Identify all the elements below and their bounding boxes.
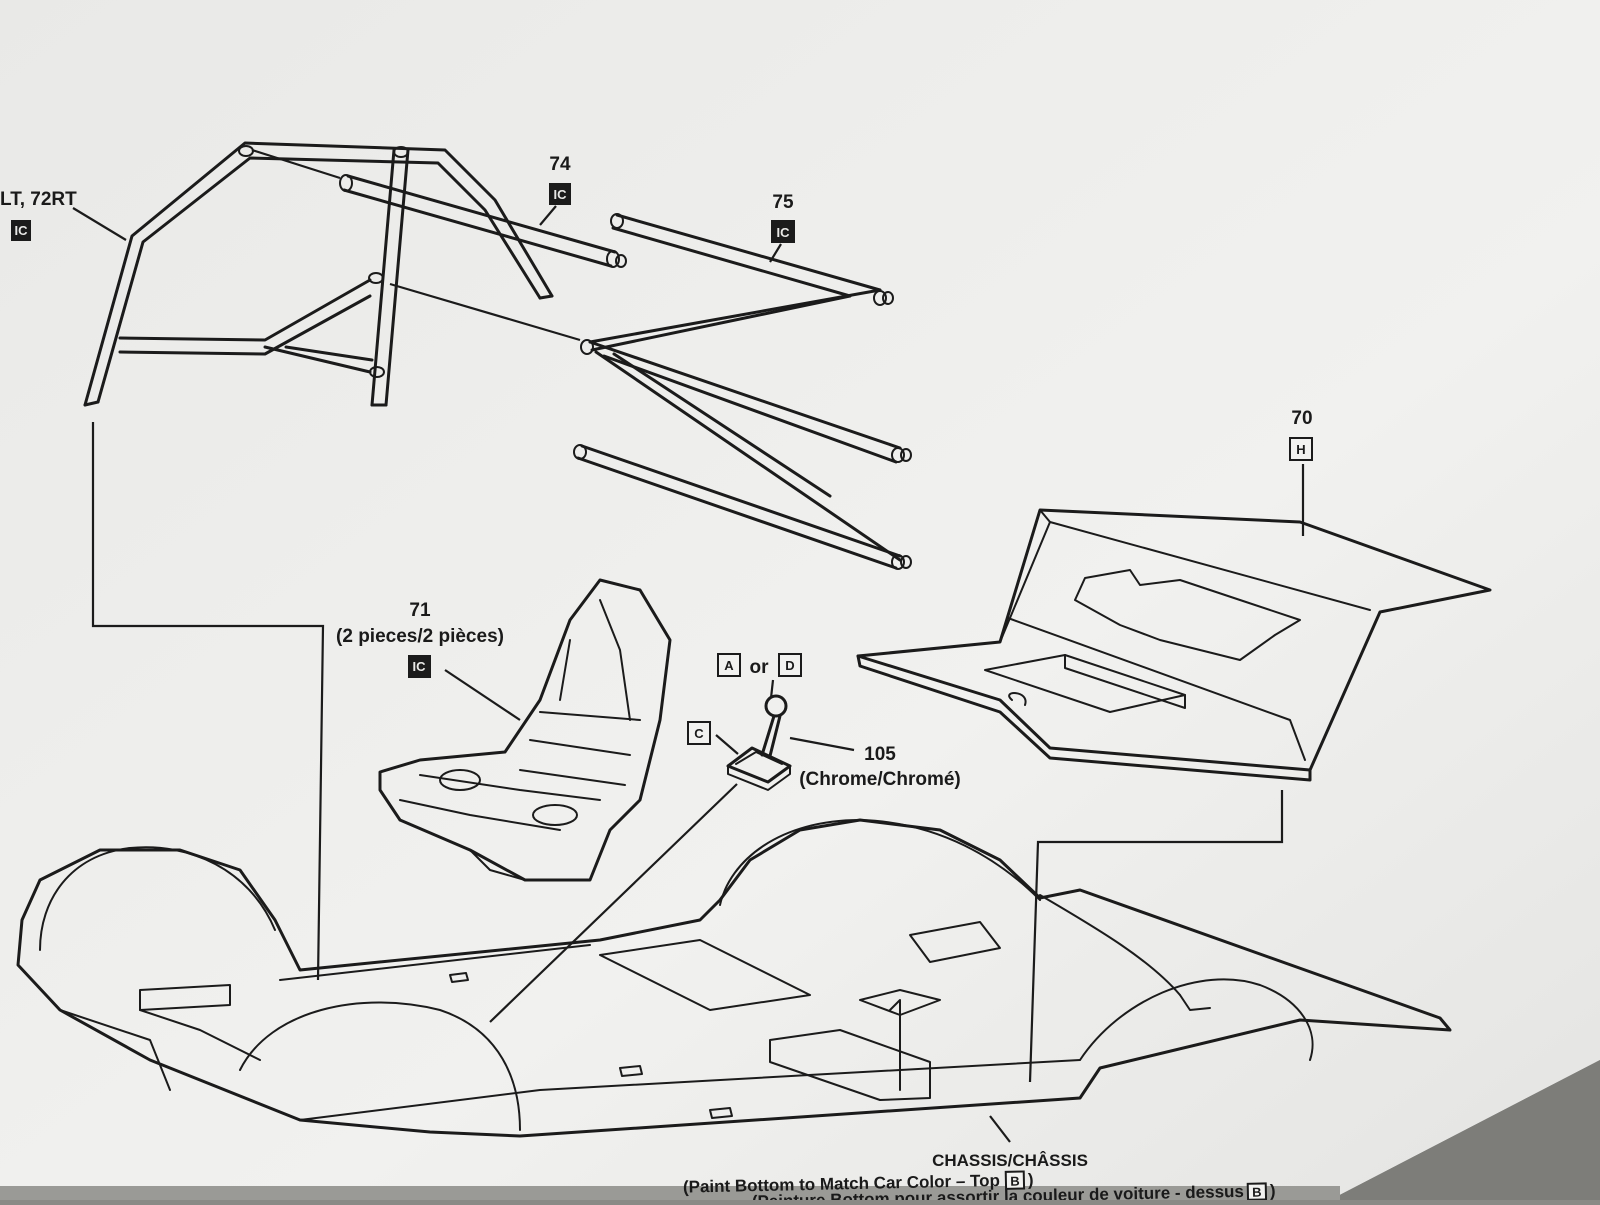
- part-70-badge: [1289, 437, 1313, 461]
- part-105-badge-d-text: D: [785, 658, 794, 673]
- shifter-part-105: [726, 694, 792, 791]
- chassis-title: CHASSIS/CHÂSSIS: [932, 1151, 1088, 1170]
- label-part-71: 71 (2 pieces/2 pièces) IC: [336, 600, 504, 678]
- part-71-badge: [408, 655, 431, 678]
- part-74-badge-text: IC: [554, 187, 568, 202]
- part-75-badge-text: IC: [777, 225, 791, 240]
- label-part-74: 74 IC: [549, 154, 571, 205]
- part-71-note: (2 pieces/2 pièces): [336, 626, 504, 647]
- chassis-part: [16, 818, 1452, 1138]
- part-105-badge-a: [717, 653, 741, 677]
- seat-part-71: [378, 578, 672, 882]
- label-part-75: 75 IC: [771, 192, 795, 243]
- chassis-note-line1-badge: [1004, 1170, 1026, 1190]
- brace-bar-part-74: [339, 174, 627, 268]
- part-105-note: (Chrome/Chromé): [799, 769, 961, 790]
- bottom-shadow: [0, 1186, 1340, 1200]
- label-part-70: 70 H: [1289, 408, 1313, 461]
- leader-lines: [72, 205, 1305, 1143]
- label-part-72: LT, 72RT IC: [0, 189, 77, 241]
- chassis-note-line1-badge-text: B: [1010, 1174, 1020, 1189]
- part-75-number: 75: [772, 192, 794, 213]
- part-105-badge-d: [778, 653, 802, 677]
- part-105-badge-c-text: C: [694, 726, 704, 741]
- guide-line-72-to-74: [251, 148, 341, 180]
- part-72-badge: [11, 220, 31, 241]
- part-70-badge-text: H: [1296, 442, 1305, 457]
- part-72-badge-text: IC: [15, 223, 29, 238]
- part-105-number: 105: [864, 744, 896, 765]
- part-105-badge-c: [687, 721, 711, 745]
- roll-cage-part-72: [83, 141, 554, 407]
- part-72-number: LT, 72RT: [0, 189, 77, 210]
- rear-deck-part-70: [856, 508, 1492, 782]
- part-105-badge-a-text: A: [724, 658, 734, 673]
- chassis-note-line2-end: ): [1270, 1181, 1276, 1200]
- label-chassis: CHASSIS/CHÂSSIS (Paint Bottom to Match C…: [683, 1151, 1276, 1205]
- chassis-note-line1-end: ): [1028, 1170, 1034, 1189]
- label-part-105: A or D C 105 (Chrome/Chromé): [687, 653, 961, 790]
- part-74-number: 74: [549, 154, 571, 175]
- paper-edge-shadow: [1330, 1060, 1600, 1200]
- part-71-number: 71: [409, 600, 431, 621]
- x-brace-part-75: [573, 213, 912, 570]
- guide-line-72-to-75: [389, 282, 581, 342]
- part-71-badge-text: IC: [413, 659, 427, 674]
- chassis-note-line2-badge-text: B: [1252, 1185, 1262, 1200]
- part-75-badge: [771, 220, 795, 243]
- part-70-number: 70: [1291, 408, 1312, 429]
- part-105-or: or: [750, 657, 770, 678]
- part-74-badge: [549, 183, 571, 205]
